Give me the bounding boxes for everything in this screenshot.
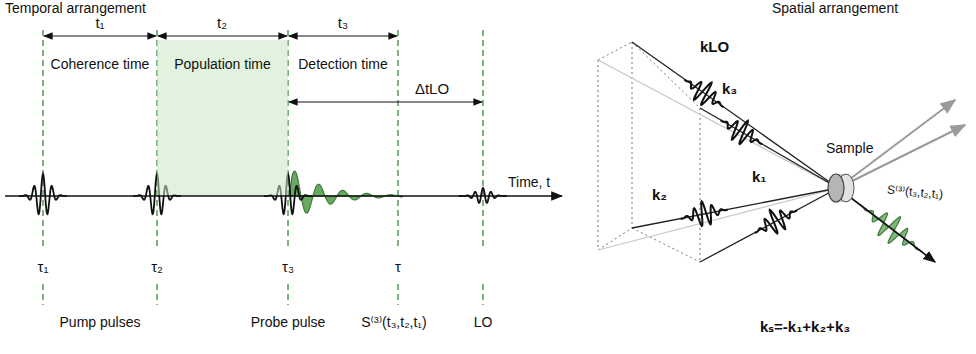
beam-pulse <box>755 210 797 234</box>
interval-label: t₁ <box>95 14 104 31</box>
guide-ray <box>598 188 838 250</box>
beam-frame <box>598 228 632 250</box>
time-point: τ <box>395 258 401 275</box>
band-label: Population time <box>157 56 288 72</box>
laser-pulse <box>19 174 67 214</box>
input-beam <box>700 108 838 188</box>
time-marker <box>482 30 483 250</box>
time-band: Population time <box>157 40 288 195</box>
signal-wave <box>289 171 402 213</box>
interval-name: Detection time <box>298 56 387 72</box>
interval-label: t₂ <box>217 14 227 31</box>
wavevector-label: kLO <box>700 38 729 55</box>
interval-arrow <box>289 101 482 102</box>
time-marker <box>42 30 43 250</box>
beam-frame <box>700 108 701 262</box>
interval-label: t₃ <box>338 14 348 31</box>
axis-label: Time, t <box>508 174 550 190</box>
pulse-caption: Probe pulse <box>251 314 326 330</box>
interval-arrow <box>289 35 397 36</box>
wavevector-label: k₂ <box>652 186 667 203</box>
beam-frame <box>632 42 633 228</box>
guide-ray <box>598 60 838 188</box>
interval-name: Coherence time <box>51 56 150 72</box>
interval-arrow <box>158 35 287 36</box>
pulse-caption: Pump pulses <box>60 314 141 330</box>
input-beam <box>632 42 838 188</box>
output-beam <box>838 125 965 188</box>
wavevector-label: k₃ <box>722 80 737 97</box>
panel-title: Spatial arrangement <box>772 0 898 16</box>
beam-frame <box>598 42 632 60</box>
panel-title: Temporal arrangement <box>5 0 146 16</box>
time-point: τ₂ <box>151 258 163 275</box>
time-marker <box>482 284 483 305</box>
sample-label: Sample <box>826 140 873 156</box>
time-axis <box>5 195 562 197</box>
beam-pulse <box>721 120 763 144</box>
wavevector-label: k₁ <box>752 168 767 185</box>
time-point: τ₁ <box>38 258 49 275</box>
time-marker <box>287 284 288 305</box>
time-marker <box>397 30 398 250</box>
sample-front <box>828 174 844 202</box>
interval-arrow <box>44 35 156 36</box>
time-point: τ₃ <box>282 258 294 275</box>
laser-pulse <box>459 188 507 203</box>
pulse-caption: LO <box>474 314 493 330</box>
input-beam <box>700 188 838 262</box>
time-marker <box>42 284 43 305</box>
beam-pulse <box>684 79 723 107</box>
beam-frame <box>598 60 599 250</box>
beam-frame <box>632 228 700 262</box>
delay-label: ΔtLO <box>415 80 449 97</box>
phase-matching-label: kₛ=-k₁+k₂+k₃ <box>760 318 850 335</box>
beam-pulse <box>681 201 728 226</box>
beam-frame <box>632 42 700 108</box>
time-marker <box>397 284 398 305</box>
signal-label: S⁽³⁾(t₃,t₂,t₁) <box>886 184 943 203</box>
time-marker <box>156 284 157 305</box>
signal-caption: S⁽³⁾(t₃,t₂,t₁) <box>361 314 427 330</box>
